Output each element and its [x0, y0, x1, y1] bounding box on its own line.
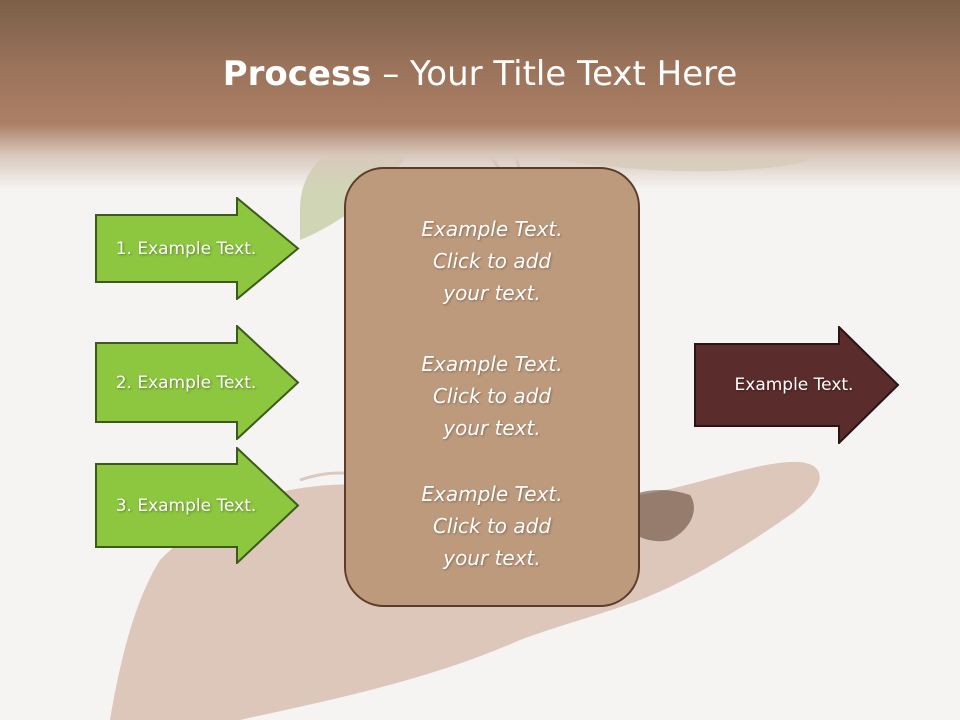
arrow-shape-icon	[95, 197, 300, 300]
center-line: Click to add	[432, 384, 552, 408]
center-line: Click to add	[432, 249, 552, 273]
center-text-block-2: Example Text. Click to add your text.	[346, 348, 638, 444]
center-text-box[interactable]: Example Text. Click to add your text. Ex…	[344, 167, 640, 607]
center-line: your text.	[443, 546, 541, 570]
center-line: Click to add	[432, 514, 552, 538]
center-text-block-1: Example Text. Click to add your text.	[346, 213, 638, 309]
center-line: your text.	[443, 281, 541, 305]
arrow-shape-icon	[95, 325, 300, 440]
title-rest: – Your Title Text Here	[371, 54, 738, 94]
arrow-shape-icon	[95, 447, 300, 564]
left-arrow-2[interactable]: 2. Example Text.	[95, 325, 300, 440]
center-text-block-3: Example Text. Click to add your text.	[346, 478, 638, 574]
left-arrow-label: 3. Example Text.	[115, 495, 257, 516]
header-band	[0, 0, 960, 190]
left-arrow-label: 2. Example Text.	[115, 372, 257, 393]
left-arrow-3[interactable]: 3. Example Text.	[95, 447, 300, 564]
title-bold: Process	[222, 54, 372, 94]
left-arrow-1[interactable]: 1. Example Text.	[95, 197, 300, 300]
arrow-shape-icon	[694, 326, 900, 444]
right-arrow[interactable]: Example Text.	[694, 326, 900, 444]
center-line: your text.	[443, 416, 541, 440]
left-arrow-label: 1. Example Text.	[115, 238, 257, 259]
slide-title[interactable]: Process – Your Title Text Here	[0, 52, 960, 96]
right-arrow-label: Example Text.	[734, 375, 854, 395]
center-line: Example Text.	[421, 352, 563, 376]
center-line: Example Text.	[421, 482, 563, 506]
center-line: Example Text.	[421, 217, 563, 241]
